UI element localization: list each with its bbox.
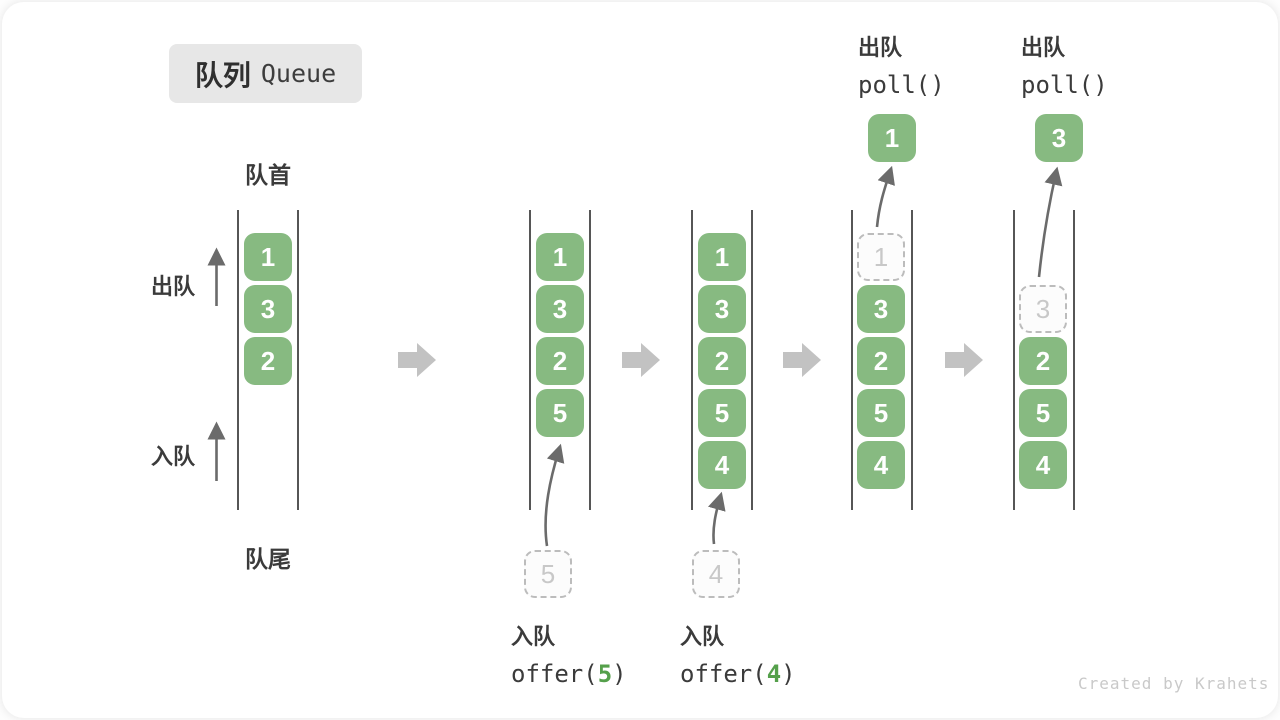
queue-cell: 4 <box>698 441 746 489</box>
outgoing-cell: 3 <box>1035 114 1083 162</box>
queue-wall <box>237 210 239 510</box>
queue-cell: 5 <box>536 389 584 437</box>
enqueue-label: 入队 <box>151 444 196 469</box>
polled-slot-cell: 1 <box>857 233 905 281</box>
offer4-arg: 4 <box>766 660 782 688</box>
enqueue-offer5-label: 入队 offer(5) <box>511 619 627 688</box>
queue-cell: 5 <box>698 389 746 437</box>
queue-wall <box>1073 210 1075 510</box>
queue-wall <box>911 210 913 510</box>
queue-cell: 1 <box>698 233 746 281</box>
queue-cell: 5 <box>857 389 905 437</box>
poll-label-1: 出队 poll() <box>858 30 945 99</box>
offer5-arg: 5 <box>597 660 613 688</box>
queue-wall <box>589 210 591 510</box>
outgoing-cell: 1 <box>868 114 916 162</box>
title-badge: 队列 Queue <box>169 44 362 103</box>
queue-cell: 1 <box>536 233 584 281</box>
dequeue-text: 出队 <box>1021 35 1066 60</box>
queue-wall <box>1013 210 1015 510</box>
queue-wall <box>297 210 299 510</box>
queue-cell: 4 <box>1019 441 1067 489</box>
queue-cell: 3 <box>244 285 292 333</box>
queue-cell: 2 <box>698 337 746 385</box>
incoming-cell: 5 <box>524 550 572 598</box>
queue-cell: 3 <box>536 285 584 333</box>
queue-cell: 2 <box>1019 337 1067 385</box>
enqueue-offer4-label: 入队 offer(4) <box>680 619 796 688</box>
enqueue-text: 入队 <box>511 624 556 649</box>
watermark: Created by Krahets <box>1078 674 1270 693</box>
polled-slot-cell: 3 <box>1019 285 1067 333</box>
dequeue-label: 出队 <box>151 274 196 299</box>
queue-cell: 2 <box>244 337 292 385</box>
queue-wall <box>691 210 693 510</box>
poll-label-2: 出队 poll() <box>1021 30 1108 99</box>
queue-wall <box>851 210 853 510</box>
poll-code: poll() <box>1021 71 1108 99</box>
incoming-cell: 4 <box>692 550 740 598</box>
offer5-code: offer(5) <box>511 660 627 688</box>
queue-rear-label: 队尾 <box>245 546 291 572</box>
poll-code: poll() <box>858 71 945 99</box>
queue-front-label: 队首 <box>245 162 291 188</box>
enqueue-text: 入队 <box>680 624 725 649</box>
title-zh: 队列 <box>194 59 251 91</box>
queue-cell: 2 <box>857 337 905 385</box>
dequeue-text: 出队 <box>858 35 903 60</box>
queue-cell: 4 <box>857 441 905 489</box>
queue-cell: 1 <box>244 233 292 281</box>
queue-cell: 5 <box>1019 389 1067 437</box>
queue-wall <box>529 210 531 510</box>
title-en: Queue <box>260 59 337 88</box>
queue-cell: 3 <box>857 285 905 333</box>
queue-cell: 2 <box>536 337 584 385</box>
queue-wall <box>751 210 753 510</box>
offer4-code: offer(4) <box>680 660 796 688</box>
queue-cell: 3 <box>698 285 746 333</box>
